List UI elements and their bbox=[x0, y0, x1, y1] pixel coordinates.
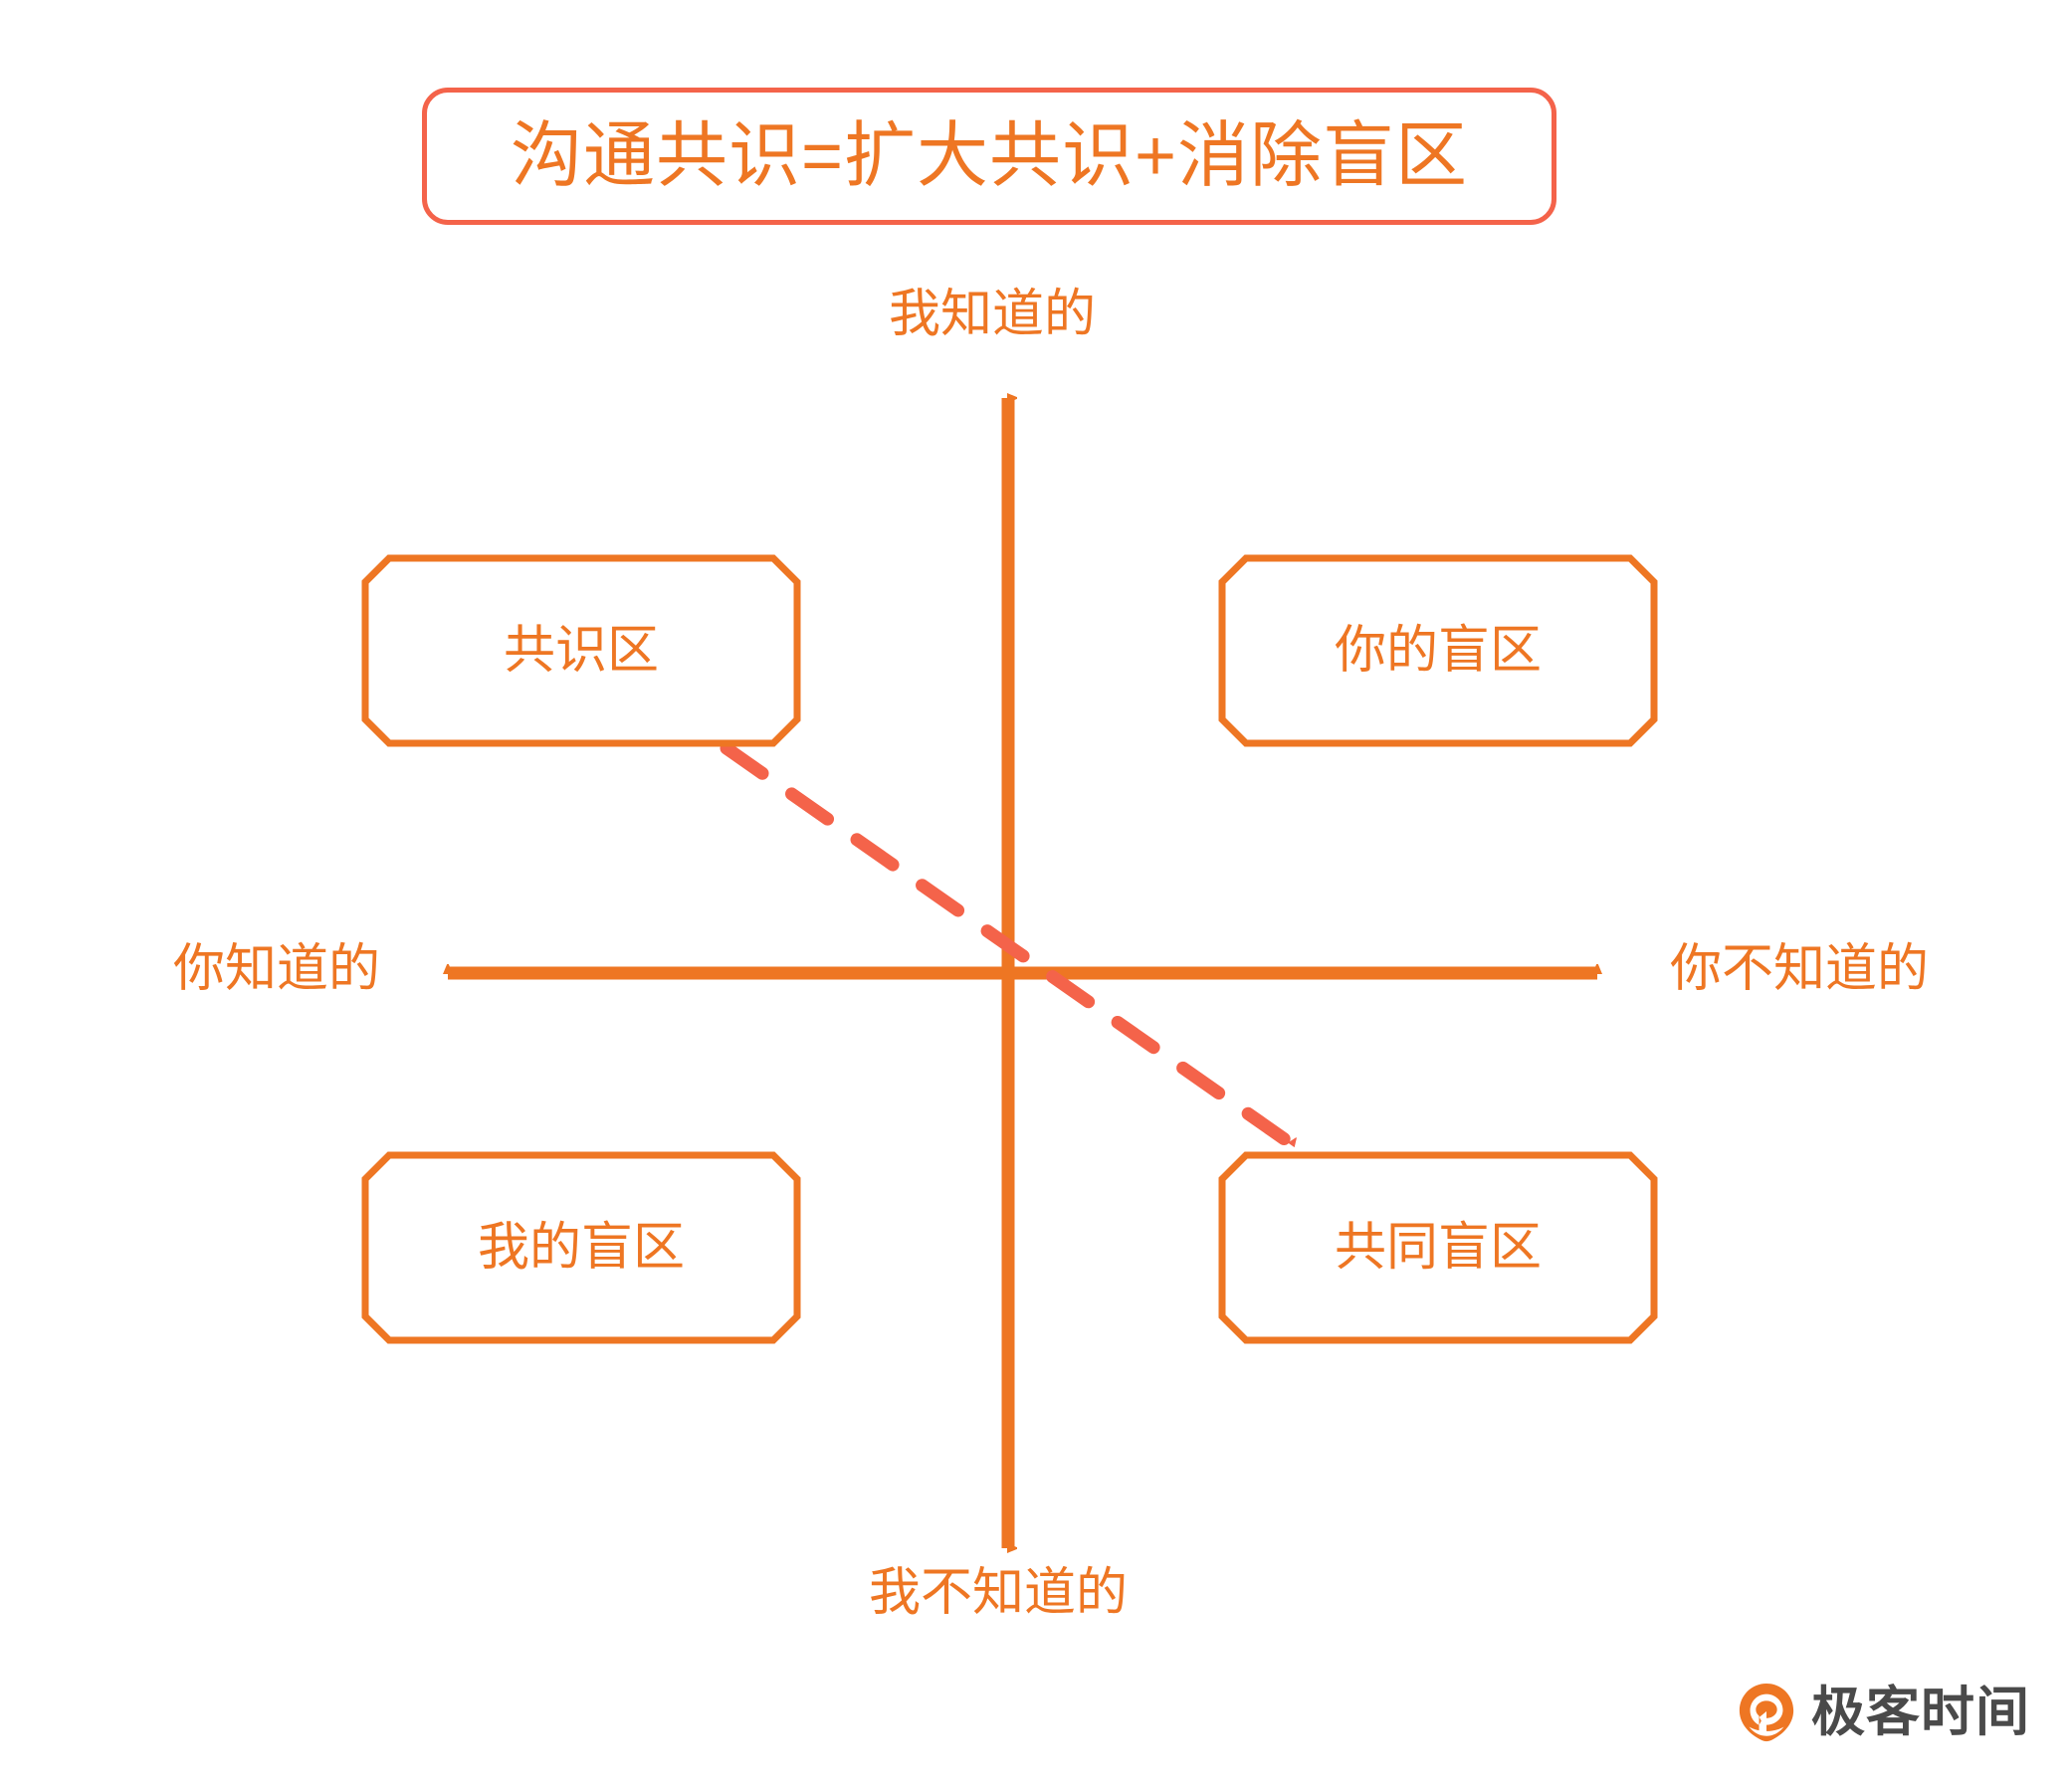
quadrant-label-top-right: 你的盲区 bbox=[1334, 622, 1542, 680]
axis-label-right: 你不知道的 bbox=[1670, 940, 1930, 998]
page-title: 沟通共识=扩大共识+消除盲区 bbox=[510, 116, 1469, 196]
quadrant-label-top-left: 共识区 bbox=[503, 622, 659, 680]
brand-logo-text: 极客时间 bbox=[1811, 1683, 2030, 1742]
axis-label-left: 你知道的 bbox=[173, 940, 381, 998]
quadrant-outline-bottom-left bbox=[361, 1151, 801, 1344]
axis-label-top: 我知道的 bbox=[889, 286, 1097, 343]
quadrant-box-bottom-left[interactable]: 我的盲区 bbox=[361, 1151, 801, 1344]
quadrant-box-top-left[interactable]: 共识区 bbox=[361, 554, 801, 747]
axis-label-bottom: 我不知道的 bbox=[869, 1564, 1129, 1622]
quadrant-box-bottom-right[interactable]: 共同盲区 bbox=[1218, 1151, 1658, 1344]
brand-logo: 极客时间 bbox=[1736, 1682, 2030, 1743]
quadrant-box-top-right[interactable]: 你的盲区 bbox=[1218, 554, 1658, 747]
quadrant-label-bottom-left: 我的盲区 bbox=[477, 1219, 685, 1277]
quadrant-outline-top-right bbox=[1218, 554, 1658, 747]
title-box: 沟通共识=扩大共识+消除盲区 bbox=[422, 88, 1556, 225]
quadrant-outline-top-left bbox=[361, 554, 801, 747]
geektime-logo-icon bbox=[1739, 1683, 1794, 1742]
quadrant-outline-bottom-right bbox=[1218, 1151, 1658, 1344]
quadrant-label-bottom-right: 共同盲区 bbox=[1334, 1219, 1542, 1277]
diagonal-dashed-arrow bbox=[720, 741, 1299, 1151]
